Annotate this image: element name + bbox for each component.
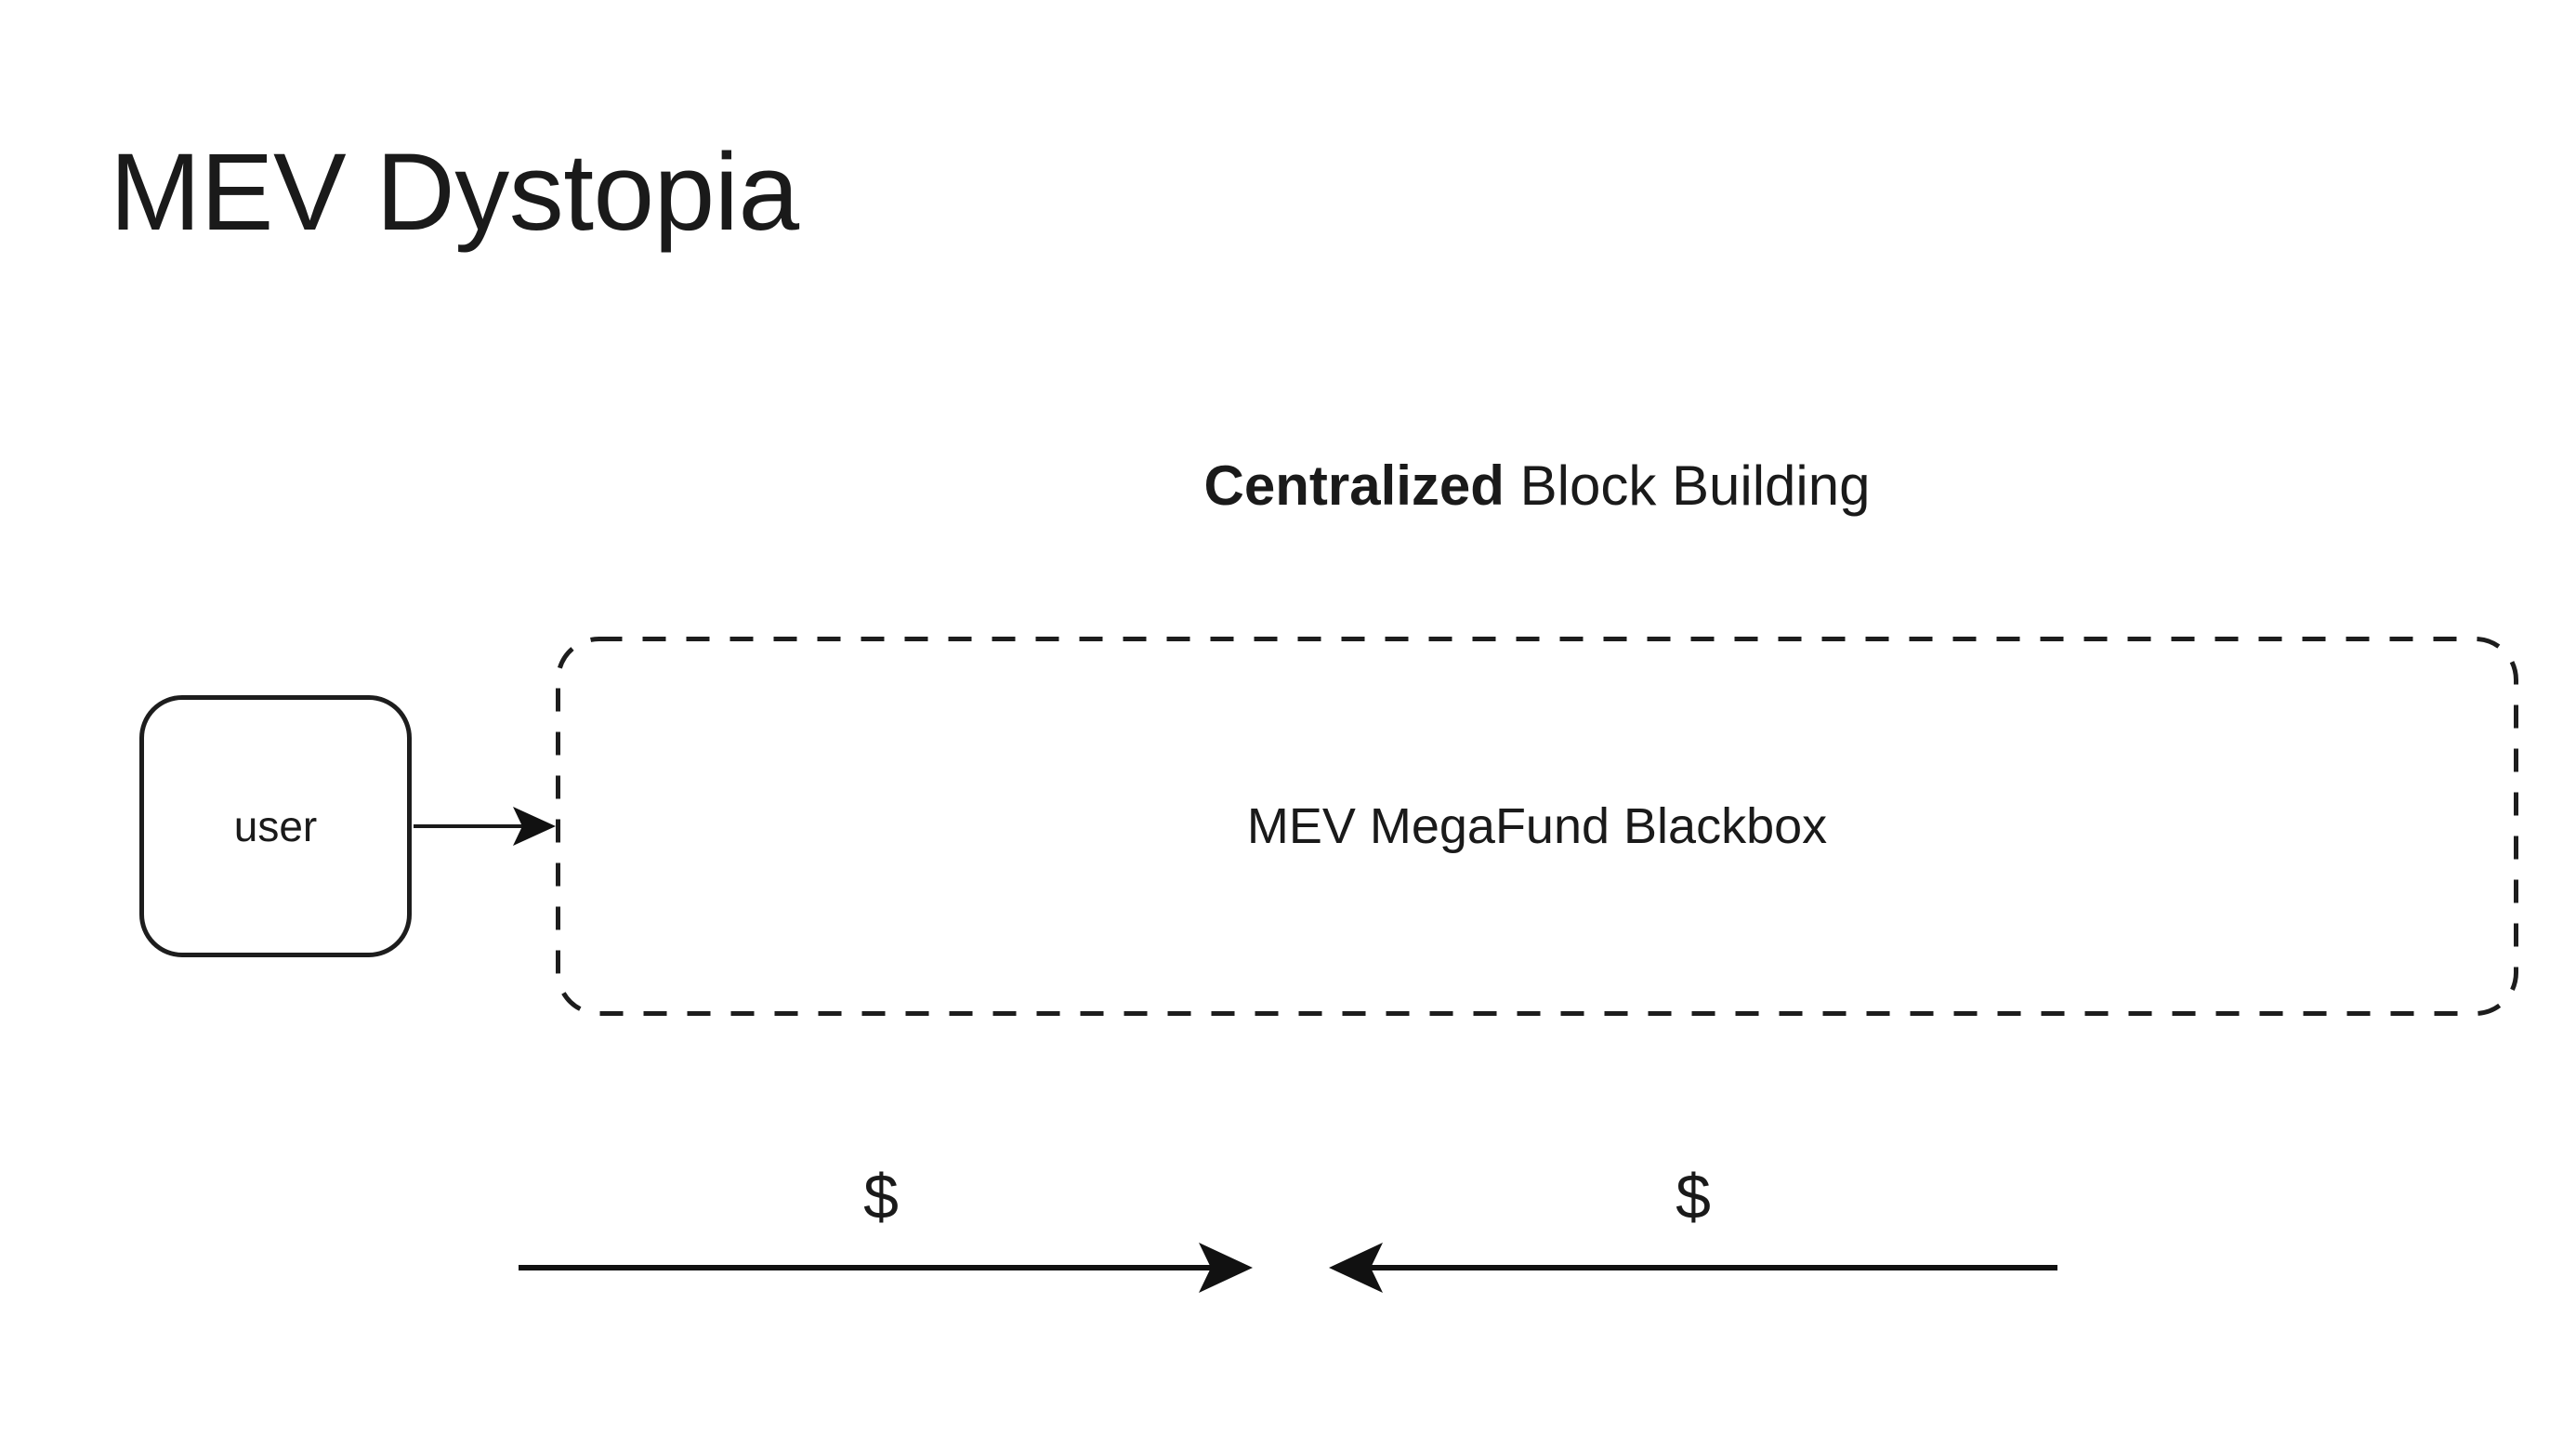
- section-heading-emphasis: Centralized: [1203, 454, 1505, 517]
- edge-user-to-blackbox-arrow: [414, 807, 556, 846]
- diagram-node-user[interactable]: user: [139, 695, 412, 957]
- dashed-border-shape: [556, 637, 2518, 1016]
- money-label-outbound: $: [863, 1162, 899, 1232]
- page-title: MEV Dystopia: [110, 131, 799, 254]
- edge-value-in-arrow: [1329, 1243, 2057, 1293]
- section-heading: Centralized Block Building: [556, 455, 2518, 517]
- diagram-node-blackbox[interactable]: MEV MegaFund Blackbox: [556, 637, 2518, 1016]
- section-heading-rest: Block Building: [1504, 454, 1871, 517]
- diagram-node-user-label: user: [233, 802, 318, 850]
- diagram-node-blackbox-label: MEV MegaFund Blackbox: [1246, 798, 1828, 854]
- money-label-inbound: $: [1676, 1162, 1711, 1232]
- edge-value-out-arrow: [519, 1243, 1253, 1293]
